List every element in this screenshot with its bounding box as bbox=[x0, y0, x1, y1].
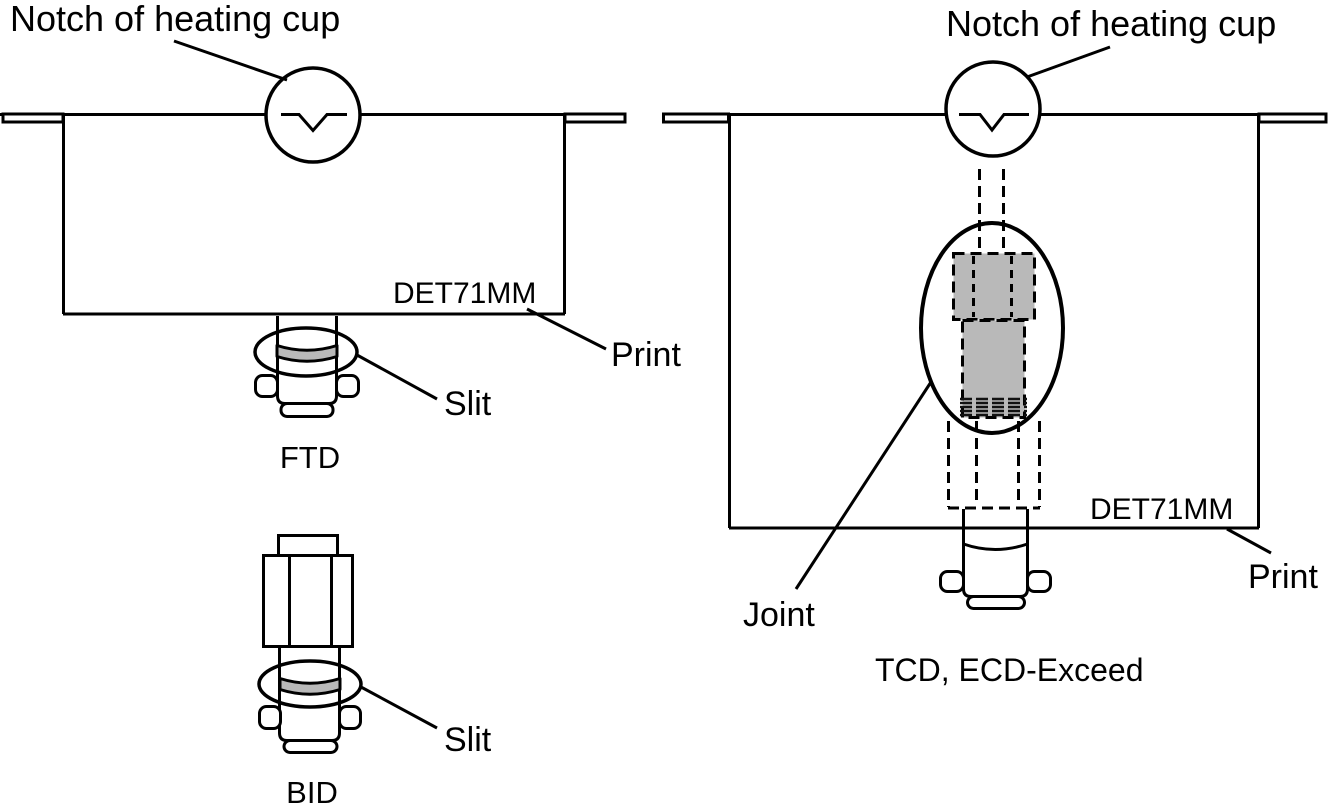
bid-right-tab bbox=[338, 705, 362, 730]
ftd-foot bbox=[279, 402, 335, 418]
joint-label: Joint bbox=[743, 596, 815, 634]
notch-v-line bbox=[281, 113, 347, 133]
bid-slit-band bbox=[278, 677, 342, 696]
notch-detail-circle bbox=[264, 66, 362, 164]
cup-flange-left bbox=[662, 112, 730, 124]
ftd-detector: Slit FTD bbox=[253, 316, 492, 475]
ftd-right-tab bbox=[335, 374, 360, 398]
bid-slit-leader-line bbox=[360, 685, 438, 730]
ftd-slit-label: Slit bbox=[444, 385, 492, 423]
left-heating-cup-view: Notch of heating cup DET71MM Print bbox=[0, 0, 681, 374]
ftd-slit-leader-line bbox=[356, 353, 438, 401]
print-label: Print bbox=[1248, 558, 1318, 596]
cup-flange-right bbox=[1257, 112, 1328, 124]
right-heating-cup-view: Notch of heating cup bbox=[662, 3, 1328, 530]
notch-leader-line bbox=[173, 39, 288, 82]
bid-hex-body bbox=[262, 554, 354, 648]
tcd-caption: TCD, ECD-Exceed bbox=[875, 652, 1144, 688]
tcd-collar-arc bbox=[963, 542, 1028, 551]
notch-leader-line bbox=[1026, 45, 1111, 79]
bid-caption: BID bbox=[286, 775, 338, 809]
cup-flange-right bbox=[563, 112, 627, 124]
print-leader-line bbox=[526, 307, 607, 351]
joint-stem-block bbox=[961, 319, 1026, 419]
bid-left-tab bbox=[258, 705, 282, 730]
ftd-slit-band bbox=[275, 344, 339, 363]
bid-foot bbox=[282, 739, 339, 754]
tcd-body-outline bbox=[962, 509, 1029, 598]
bid-slit-magnifier-ellipse bbox=[257, 659, 363, 709]
print-label: Print bbox=[611, 336, 681, 374]
print-code-text: DET71MM bbox=[1090, 493, 1233, 526]
joint-leader-line bbox=[794, 381, 933, 590]
cup-flange-left bbox=[1, 112, 65, 124]
ftd-left-tab bbox=[254, 374, 279, 398]
tcd-left-tab bbox=[939, 570, 965, 593]
ftd-slit-magnifier-ellipse bbox=[253, 326, 359, 378]
tcd-detector: DET71MM Print TCD, ECD-Exceed bbox=[875, 421, 1318, 688]
notch-detail-circle bbox=[944, 60, 1042, 158]
ftd-caption: FTD bbox=[280, 440, 340, 475]
notch-label: Notch of heating cup bbox=[946, 3, 1276, 44]
joint-detail: Joint bbox=[743, 169, 1065, 634]
notch-v-line bbox=[959, 113, 1029, 133]
joint-magnifier-ellipse bbox=[919, 221, 1065, 435]
joint-nut-block bbox=[952, 252, 1036, 321]
print-code-text: DET71MM bbox=[393, 277, 536, 310]
print-leader-line bbox=[1226, 527, 1272, 555]
bid-top-cap bbox=[277, 534, 339, 557]
tcd-foot bbox=[966, 595, 1026, 610]
bid-slit-label: Slit bbox=[444, 721, 492, 759]
notch-label: Notch of heating cup bbox=[10, 0, 340, 39]
bid-detector: Slit BID bbox=[257, 534, 492, 809]
tcd-right-tab bbox=[1026, 570, 1052, 593]
